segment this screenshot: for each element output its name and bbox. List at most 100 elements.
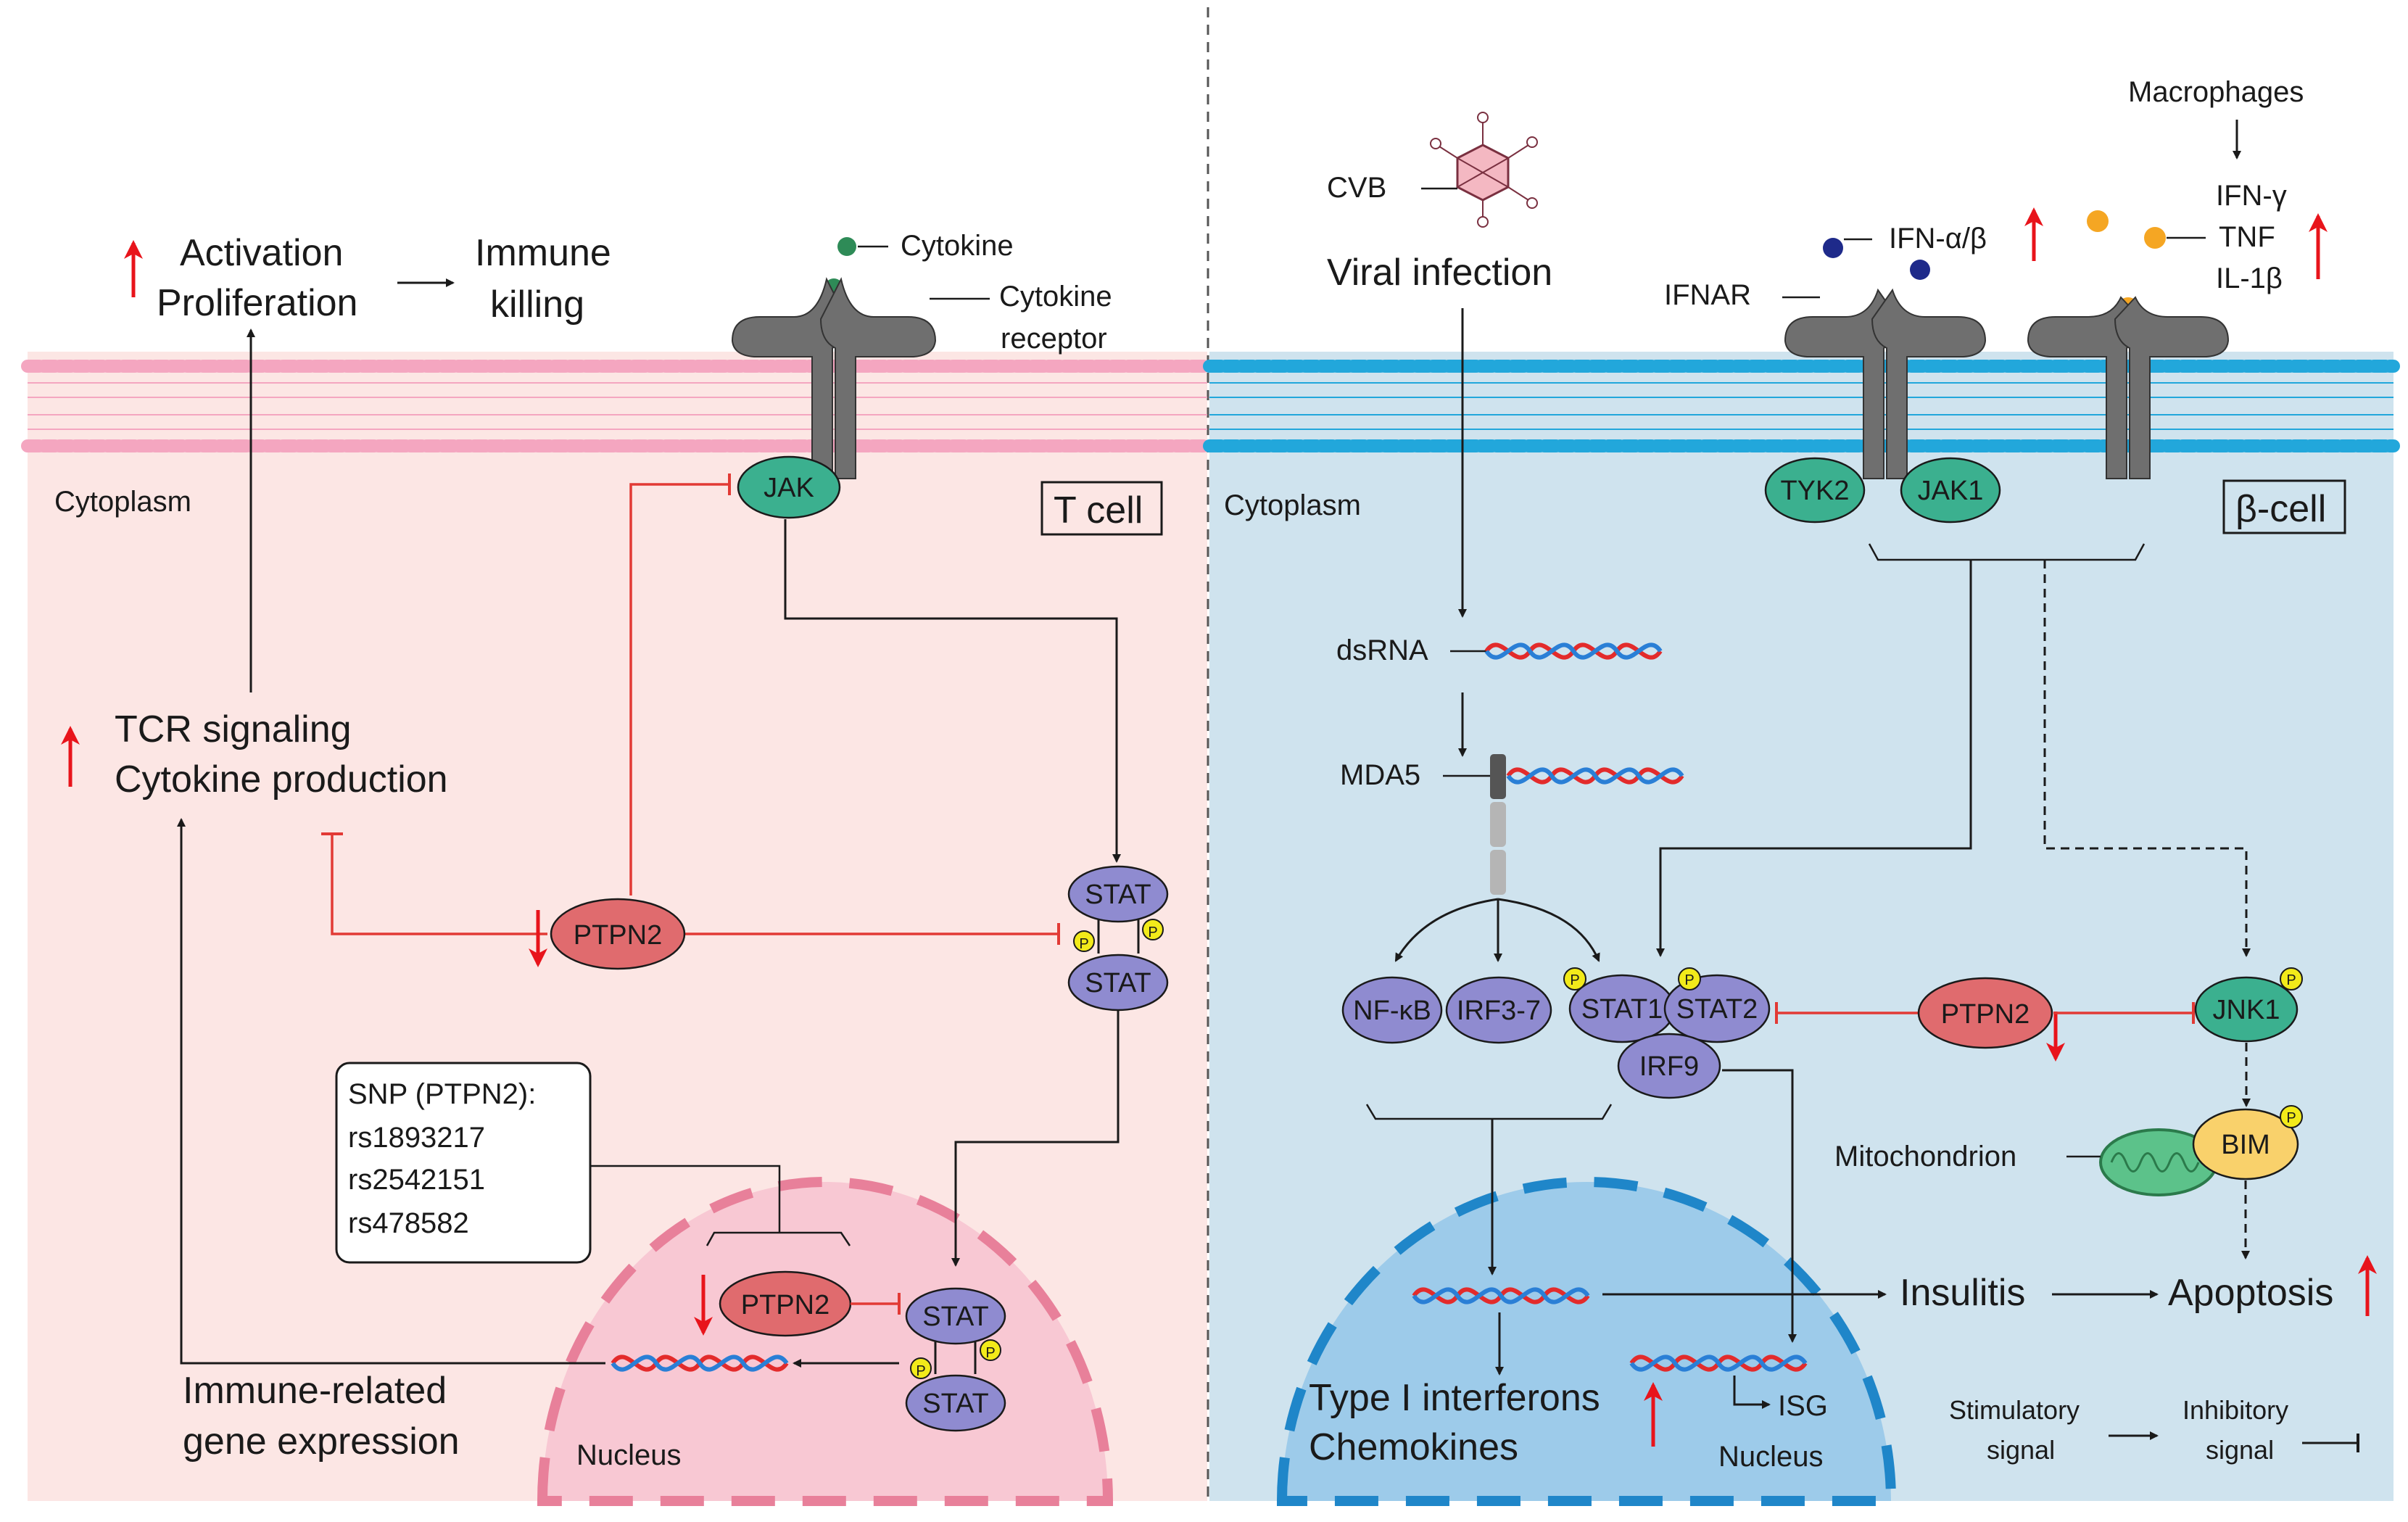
stat2-ellipse (1663, 974, 1771, 1043)
legend-stimulatory-1: Stimulatory (1949, 1395, 2080, 1425)
stat-label-2: STAT (1085, 968, 1151, 998)
jnk-dashed-arrow (2043, 560, 2251, 957)
viral-infection-label: Viral infection (1327, 252, 1552, 294)
legend-inhibitory-1: Inhibitory (2182, 1395, 2288, 1425)
tyk2-label: TYK2 (1780, 476, 1849, 506)
snp-bracket (706, 1231, 851, 1246)
stat-label-4: STAT (922, 1389, 988, 1419)
phospho-label-4: P (985, 1345, 995, 1361)
jak-ellipse (737, 455, 841, 519)
isg-label: ISG (1778, 1390, 1828, 1422)
nucleus-label-left: Nucleus (576, 1439, 682, 1471)
phospho-jnk1-label: P (2286, 972, 2296, 988)
jak1-label: JAK1 (1918, 476, 1984, 506)
cytokine-receptor-label-2: receptor (1001, 323, 1107, 355)
stat-label-1: STAT (1085, 880, 1151, 910)
irf37-label: IRF3-7 (1457, 996, 1541, 1026)
t-cell-label: T cell (1054, 489, 1143, 532)
stat-nucleus-arrow (951, 1010, 1120, 1267)
jak-stat1-arrow (1656, 560, 1972, 957)
ptpn2-tcr-inhibit (321, 832, 547, 935)
membrane-left (21, 360, 1214, 452)
stat-dimer-cytoplasm (1067, 865, 1169, 1012)
snp-1: rs1893217 (348, 1122, 485, 1154)
ifn-gamma-label: IFN-γ (2216, 180, 2287, 212)
virus-icon (1430, 112, 1538, 228)
phospho-bim-label: P (2286, 1110, 2296, 1126)
jak-stat-arrow (784, 519, 1121, 863)
irf9-label: IRF9 (1639, 1051, 1699, 1082)
tyk2-ellipse (1764, 457, 1866, 524)
cvb-label: CVB (1327, 172, 1386, 204)
legend-inhibitory-2: signal (2206, 1435, 2274, 1465)
t-cell-box (1040, 481, 1163, 536)
nucleus-label-right: Nucleus (1718, 1441, 1824, 1473)
insulitis-label: Insulitis (1900, 1272, 2025, 1314)
cytoplasm-label-right: Cytoplasm (1224, 489, 1361, 521)
phospho-label-1: P (1079, 936, 1088, 952)
mda5-protein (1490, 754, 1506, 895)
dna-expression-arrow (177, 818, 605, 1365)
ptpn2-label-left: PTPN2 (574, 920, 662, 951)
phospho-stat2-label: P (1684, 972, 1694, 988)
ptpn2-label-nucleus: PTPN2 (741, 1290, 829, 1320)
ifn-ab-dot-2 (1910, 260, 1930, 280)
phospho-label-2: P (1148, 925, 1157, 940)
phospho-stat1-label: P (1570, 972, 1579, 988)
mda5-rna-helix (1506, 767, 1684, 785)
macrophages-label: Macrophages (2128, 76, 2304, 108)
nfkb-label: NF-κB (1353, 996, 1431, 1026)
type1-ifn-label: Type I interferons (1309, 1377, 1600, 1419)
jnk1-label: JNK1 (2213, 995, 2280, 1025)
jak-label: JAK (764, 473, 814, 503)
cytokine-production-label: Cytokine production (115, 758, 448, 801)
phospho-label-3: P (916, 1363, 925, 1379)
jak1-ellipse (1900, 457, 2001, 524)
proliferation-label: Proliferation (157, 282, 357, 324)
ifn-ab-label: IFN-α/β (1889, 223, 1987, 255)
cytokine-receptor-label-1: Cytokine (999, 281, 1112, 313)
mda5-nfkb-arrow (1394, 898, 1499, 962)
irf37-ellipse (1445, 976, 1552, 1044)
ptpn2-ellipse-left (550, 898, 686, 970)
cytokine-orange-dot-2 (2144, 227, 2166, 249)
legend-stimulatory-2: signal (1987, 1435, 2055, 1465)
tnf-label: TNF (2219, 221, 2275, 253)
irf9-ellipse (1617, 1033, 1721, 1099)
beta-cell-label: β-cell (2235, 488, 2326, 530)
phospho-jnk1 (2280, 967, 2303, 990)
beta-cell-box (2222, 479, 2346, 534)
ptpn2-jak-inhibit (629, 473, 731, 896)
ptpn2-ellipse-right (1917, 977, 2053, 1049)
tcr-signaling-label: TCR signaling (115, 708, 352, 750)
receptor-bracket (1868, 543, 2146, 561)
bim-label: BIM (2221, 1130, 2270, 1160)
ifnar-receptor (1784, 288, 1987, 479)
dsrna-label: dsRNA (1336, 634, 1428, 666)
snp-3: rs478582 (348, 1207, 469, 1239)
stat-dimer-nucleus (905, 1287, 1006, 1432)
gene-expression-label-1: Immune-related (183, 1370, 447, 1412)
stat1-label: STAT1 (1581, 994, 1663, 1025)
jnk1-ellipse (2194, 976, 2299, 1043)
mda5-stat1-arrow (1497, 898, 1600, 962)
ifnar-label: IFNAR (1664, 279, 1751, 311)
dna-helix-isg (1629, 1355, 1808, 1372)
gene-expression-label-2: gene expression (183, 1420, 460, 1463)
apoptosis-label: Apoptosis (2168, 1272, 2333, 1314)
phospho-bim (2280, 1105, 2303, 1128)
dna-helix-nucleus-right (1412, 1287, 1590, 1304)
snp-title: SNP (PTPN2): (348, 1078, 536, 1110)
cytokine-orange-dot-1 (2087, 210, 2109, 232)
il1b-label: IL-1β (2216, 262, 2283, 294)
cytokine-label: Cytokine (901, 230, 1014, 262)
phospho-stat2 (1678, 967, 1701, 990)
nfkb-ellipse (1341, 976, 1443, 1044)
immune-label: Immune (475, 232, 611, 274)
snp-2: rs2542151 (348, 1164, 485, 1196)
bim-ellipse (2192, 1108, 2299, 1180)
cytokine-receptor-right (2027, 296, 2230, 479)
isg-arrow (1733, 1376, 1771, 1409)
snp-connector (590, 1165, 781, 1233)
